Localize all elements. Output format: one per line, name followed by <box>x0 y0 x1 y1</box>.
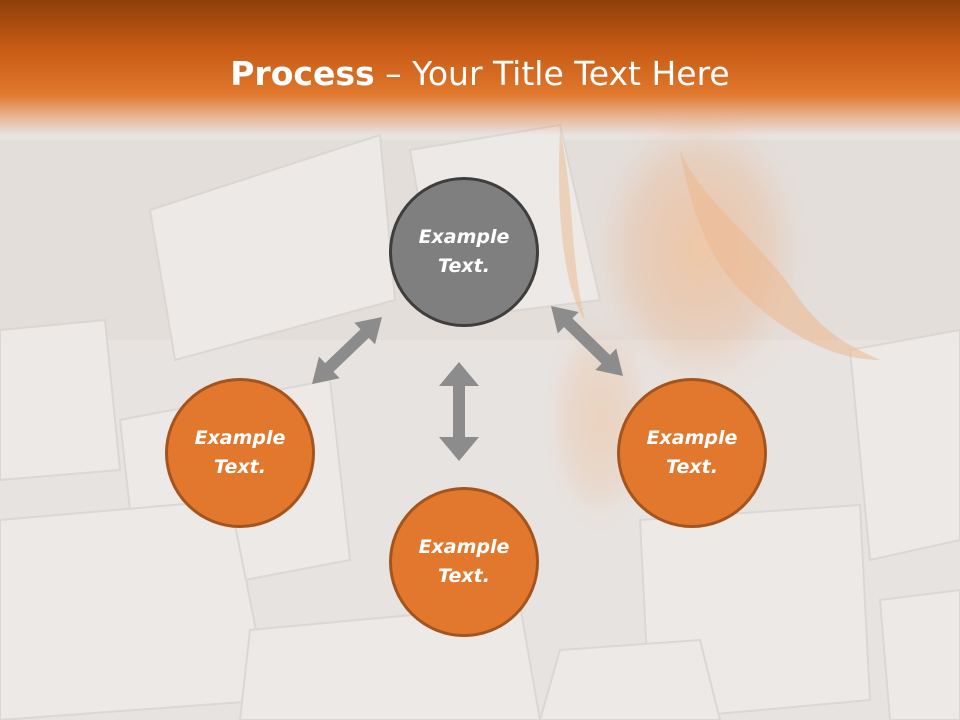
title-rest: – Your Title Text Here <box>374 54 730 93</box>
process-node-left: Example Text. <box>165 378 315 528</box>
slide-title: Process – Your Title Text Here <box>0 52 960 96</box>
arrow-top-right <box>551 306 623 376</box>
node-bottom-text: Example Text. <box>418 536 510 587</box>
title-bold: Process <box>230 54 375 93</box>
title-bar <box>0 0 960 135</box>
node-top-text: Example Text. <box>418 226 510 277</box>
arrow-top-left <box>312 317 382 384</box>
process-node-bottom: Example Text. <box>389 487 539 637</box>
node-right-text: Example Text. <box>646 427 738 478</box>
node-left-text: Example Text. <box>194 427 286 478</box>
process-node-top: Example Text. <box>389 177 539 327</box>
process-node-right: Example Text. <box>617 378 767 528</box>
arrow-top-bottom <box>439 362 479 461</box>
